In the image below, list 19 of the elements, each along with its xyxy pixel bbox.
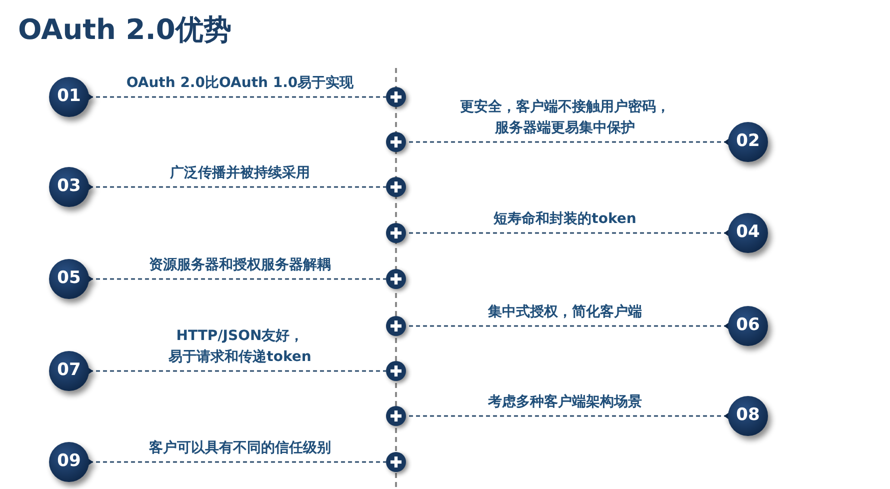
dashed-connector [406,232,728,234]
dashed-connector [89,461,386,463]
plus-circle-icon [386,316,406,336]
dashed-connector [89,278,386,280]
plus-circle-icon [386,452,406,472]
plus-circle-icon [386,361,406,381]
plus-circle-icon [386,87,406,107]
plus-circle-icon [386,223,406,243]
dashed-connector [89,186,386,188]
dashed-connector [89,370,386,372]
plus-circle-icon [386,132,406,152]
dashed-connector [406,415,728,417]
dashed-connector [89,96,386,98]
plus-circle-icon [386,177,406,197]
dashed-connector [406,325,728,327]
plus-circle-icon [386,269,406,289]
dashed-connector [406,141,728,143]
page-title: OAuth 2.0优势 [18,12,232,48]
plus-circle-icon [386,406,406,426]
